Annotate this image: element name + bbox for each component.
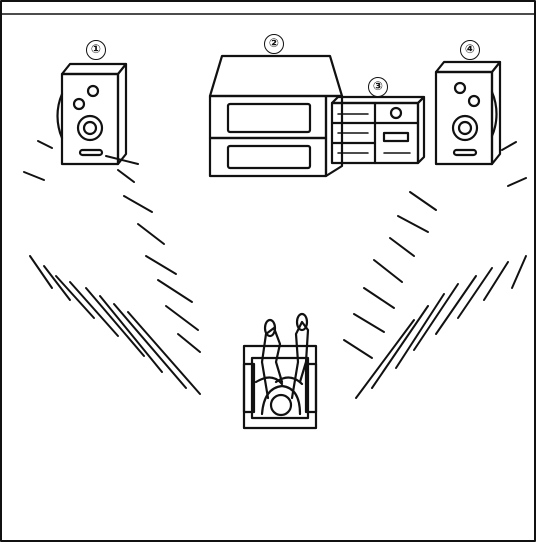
left-sound-waves [24, 141, 200, 394]
listener-in-armchair [244, 314, 316, 428]
television [210, 56, 342, 176]
left-speaker [58, 64, 127, 164]
right-sound-waves [344, 142, 526, 398]
callout-right-speaker: ④ [460, 40, 480, 60]
callout-television: ② [264, 34, 284, 54]
stereo-system [332, 97, 424, 163]
callout-stereo-system: ③ [368, 77, 388, 97]
right-speaker [436, 62, 500, 164]
callout-left-speaker: ① [86, 40, 106, 60]
diagram-border [1, 1, 535, 541]
